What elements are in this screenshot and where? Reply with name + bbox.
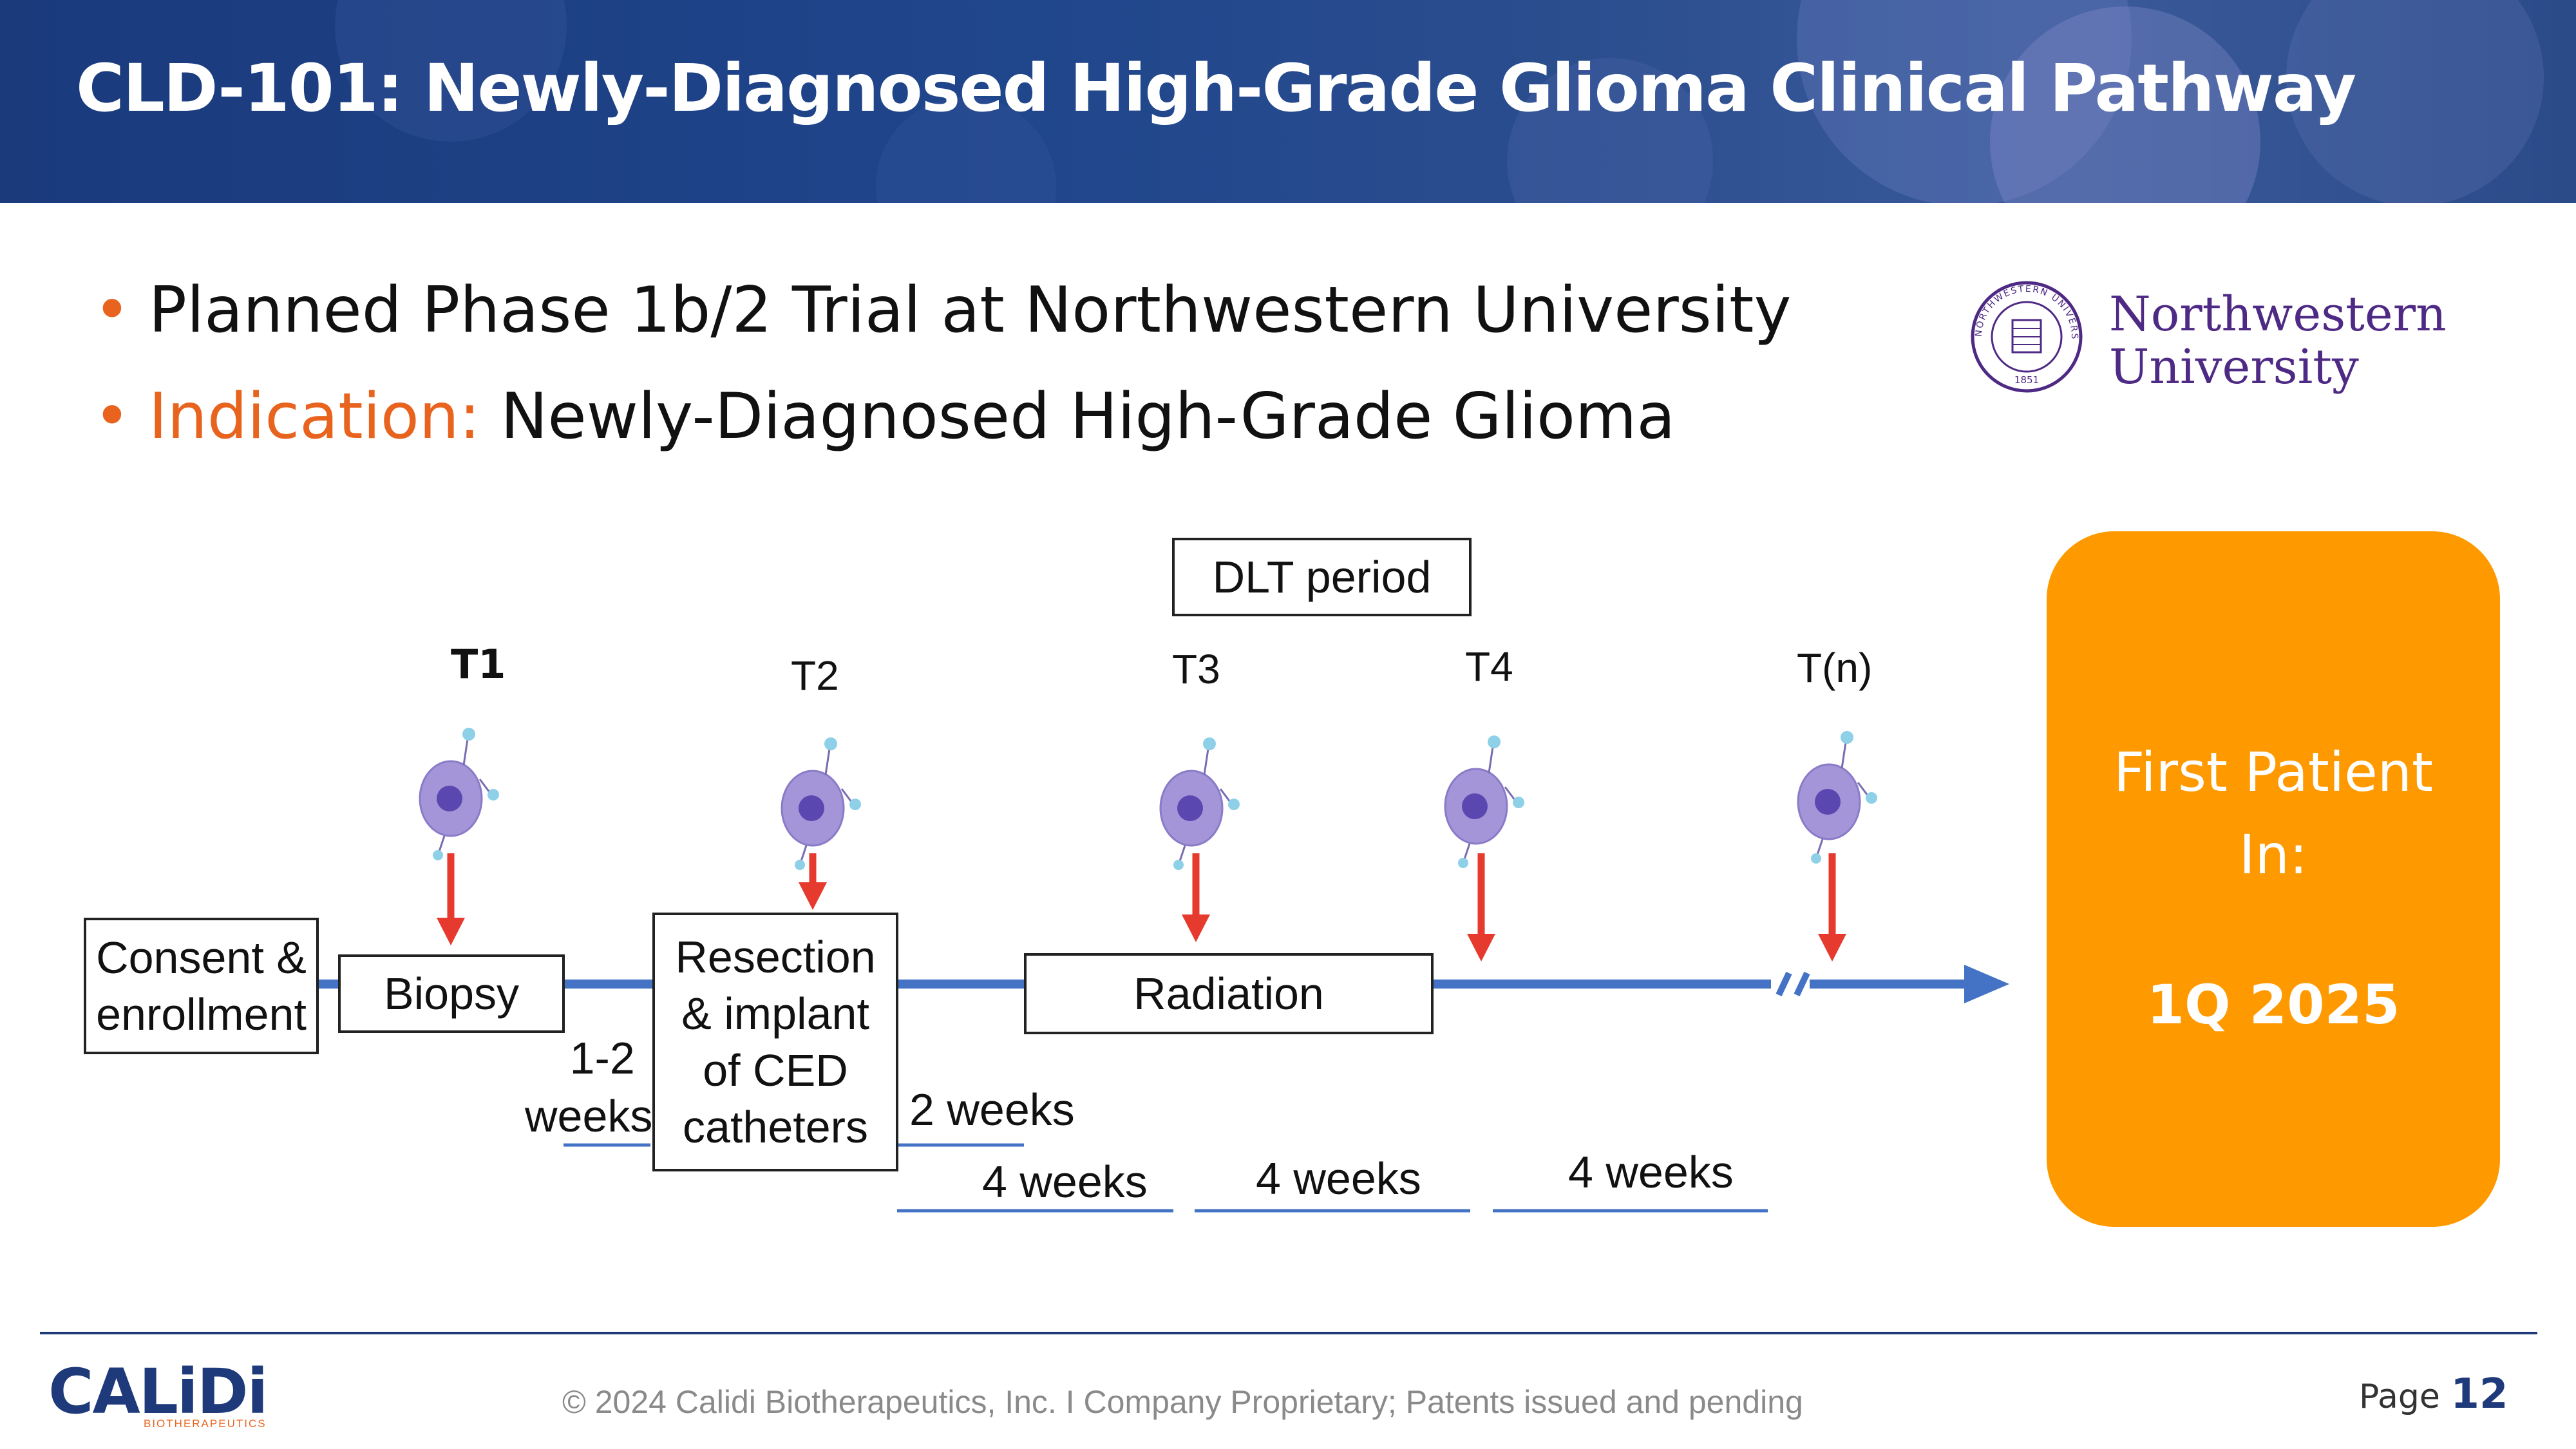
bullet-marker: • xyxy=(93,380,131,453)
duration-1-2-line-1: 1-2 xyxy=(569,1033,635,1083)
header-banner: CLD-101: Newly-Diagnosed High-Grade Glio… xyxy=(0,0,2576,203)
duration-2-weeks: 2 weeks xyxy=(909,1084,1075,1135)
page-label: Page xyxy=(2359,1378,2440,1416)
calidi-subtitle: BIOTHERAPEUTICS xyxy=(144,1417,267,1430)
wordmark-line-2: University xyxy=(2109,339,2359,395)
duration-span1: 4 weeks xyxy=(982,1157,1148,1207)
calidi-logo: CALiDi BIOTHERAPEUTICS xyxy=(48,1356,268,1430)
northwestern-logo: NORTHWESTERN UNIVERSITY 1851 Northwester… xyxy=(1967,280,2457,396)
timepoint-t1: T1 xyxy=(451,641,506,688)
resection-line-2: & implant xyxy=(681,989,869,1039)
timepoint-tn: T(n) xyxy=(1797,645,1873,691)
duration-1-2-weeks: 1-2 weeks xyxy=(525,1029,652,1145)
duration-1-2-line-2: weeks xyxy=(525,1091,653,1141)
cell-icon-t3 xyxy=(1159,737,1240,870)
cell-icon-t1 xyxy=(419,728,499,860)
first-patient-in-label: First Patient In: xyxy=(2114,741,2433,886)
consent-line-2: enrollment xyxy=(96,989,307,1039)
biopsy-label: Biopsy xyxy=(383,969,520,1019)
bullet-trial: •Planned Phase 1b/2 Trial at Northwester… xyxy=(93,274,1791,347)
dlt-period-box: DLT period xyxy=(1172,538,1472,616)
radiation-label: Radiation xyxy=(1133,969,1324,1019)
resection-line-4: catheters xyxy=(683,1102,868,1152)
timepoint-t3: T3 xyxy=(1172,646,1220,692)
bullet-marker: • xyxy=(93,274,131,347)
bullet-indication: •Indication: Newly-Diagnosed High-Grade … xyxy=(93,380,1675,453)
header-background-art xyxy=(335,0,2544,203)
page-number-value: 12 xyxy=(2450,1370,2508,1418)
resection-line-1: Resection xyxy=(675,932,876,982)
page-number: Page 12 xyxy=(2359,1370,2508,1418)
duration-span3: 4 weeks xyxy=(1568,1147,1734,1197)
step-radiation: Radiation xyxy=(1024,953,1434,1034)
consent-line-1: Consent & xyxy=(96,933,307,983)
step-resection-implant: Resection & implant of CED catheters xyxy=(652,913,898,1171)
timepoint-t2: T2 xyxy=(791,652,839,699)
cell-icon-tn xyxy=(1797,731,1877,864)
calidi-wordmark: CALiDi xyxy=(48,1356,268,1428)
cell-icon-t2 xyxy=(781,737,861,870)
dlt-period-label: DLT period xyxy=(1212,552,1432,602)
seal-year: 1851 xyxy=(2014,374,2039,386)
northwestern-seal-icon: NORTHWESTERN UNIVERSITY 1851 xyxy=(1967,280,2083,393)
footer-divider xyxy=(40,1332,2537,1334)
duration-span2: 4 weeks xyxy=(1256,1153,1421,1204)
bullet-text: Planned Phase 1b/2 Trial at Northwestern… xyxy=(148,274,1792,347)
step-biopsy: Biopsy xyxy=(338,954,565,1033)
copyright-text: © 2024 Calidi Biotherapeutics, Inc. I Co… xyxy=(562,1384,1803,1420)
first-patient-in-date: 1Q 2025 xyxy=(2146,973,2400,1036)
timeline-arrowhead xyxy=(1964,965,2009,1003)
bullet-label: Indication: xyxy=(148,380,501,453)
timepoint-t4: T4 xyxy=(1465,643,1513,690)
resection-line-3: of CED xyxy=(703,1045,848,1095)
bullet-text: Newly-Diagnosed High-Grade Glioma xyxy=(500,380,1676,453)
slide-title: CLD-101: Newly-Diagnosed High-Grade Glio… xyxy=(76,50,2356,127)
cell-icon-t4 xyxy=(1444,735,1524,868)
step-consent-enrollment: Consent & enrollment xyxy=(84,918,319,1054)
wordmark-line-1: Northwestern xyxy=(2109,287,2447,342)
northwestern-wordmark: Northwestern University xyxy=(2109,288,2447,393)
first-patient-in-panel: First Patient In: 1Q 2025 xyxy=(2047,531,2500,1227)
